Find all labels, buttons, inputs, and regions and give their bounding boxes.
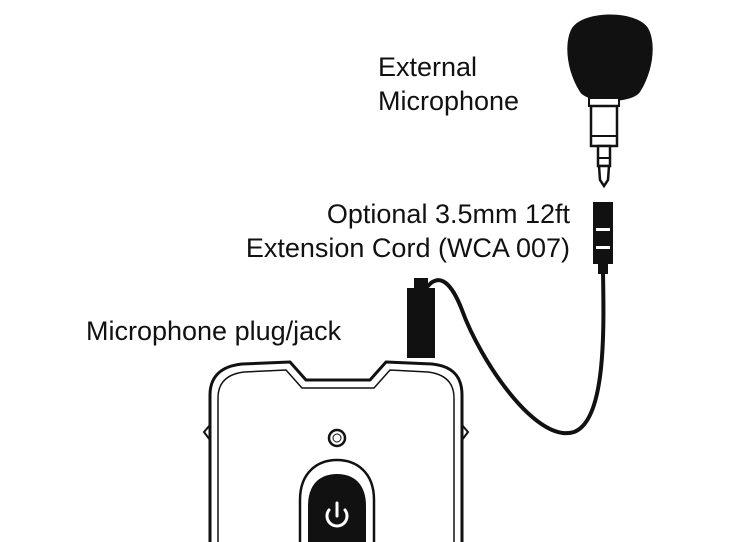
microphone-barrel <box>589 104 619 148</box>
microphone-plug-sleeve <box>596 144 612 168</box>
extension-cord-cable <box>426 270 606 436</box>
extension-cord-label-line2: Extension Cord (WCA 007) <box>245 233 570 263</box>
microphone-foam-head <box>567 14 653 101</box>
extension-cord-label: Optional 3.5mm 12ft Extension Cord (WCA … <box>246 197 570 265</box>
external-microphone-label: External Microphone <box>378 50 519 118</box>
power-icon <box>325 501 349 528</box>
extension-cord-jack <box>593 202 613 264</box>
external-microphone-label-line1: External <box>378 52 478 82</box>
receiver-device <box>202 360 470 542</box>
plug-jack-label: Microphone plug/jack <box>86 316 342 346</box>
extension-cord-label-line1: Optional 3.5mm 12ft <box>326 199 570 229</box>
device-outline <box>208 360 464 542</box>
external-microphone-label-line2: Microphone <box>378 86 520 116</box>
extension-cord <box>426 202 613 436</box>
microphone-plug-tip <box>597 164 611 189</box>
plug-jack-body <box>407 288 435 358</box>
external-microphone <box>567 14 653 189</box>
microphone-plug-jack <box>407 278 435 358</box>
